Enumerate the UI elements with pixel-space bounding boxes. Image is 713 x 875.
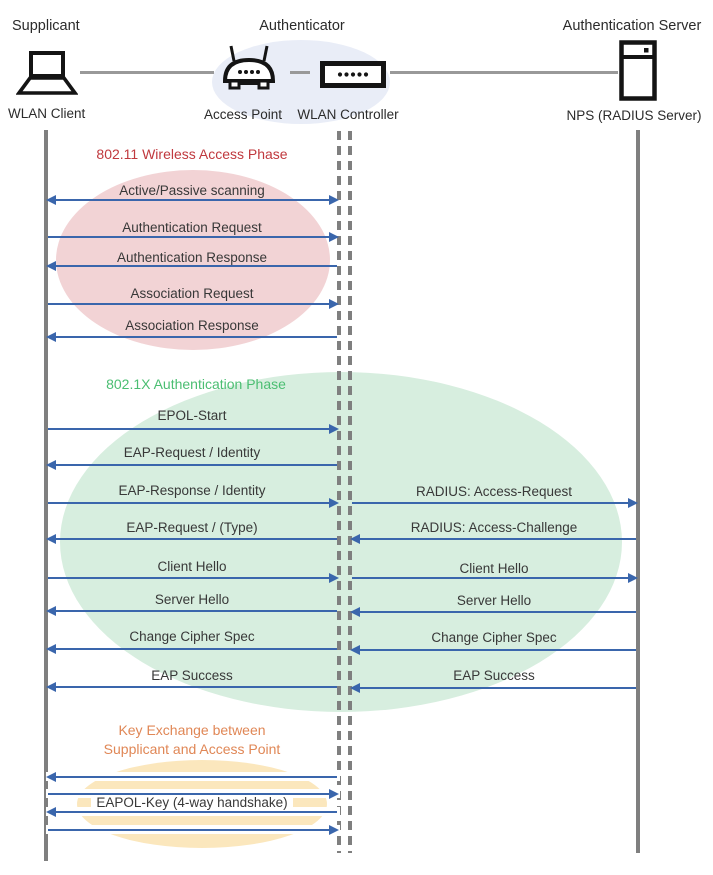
lifeline-auth-server [636,130,640,853]
message-label-change-cipher-left: Change Cipher Spec [129,629,255,644]
message-label-radius-access-request: RADIUS: Access-Request [415,484,573,499]
arrow-radius-access-challenge [350,534,636,544]
arrow-eap-success-left [46,682,337,692]
lifeline-supplicant [44,130,48,861]
connector-client-ap [80,71,214,74]
arrow-epol-start [48,424,339,434]
arrow-eapol-key-3 [46,807,337,817]
message-label-server-hello-right: Server Hello [456,593,532,608]
node-label-wlan-controller: WLAN Controller [297,107,399,122]
wlan-controller-icon [320,61,386,88]
arrow-eapol-key-2 [48,789,339,799]
message-label-assoc-request: Association Request [130,286,254,301]
message-label-assoc-response: Association Response [125,318,259,333]
node-label-wlan-client: WLAN Client [8,106,86,121]
message-label-server-hello-left: Server Hello [154,592,230,607]
arrow-eap-request-identity [46,460,337,470]
access-point-icon [222,45,276,90]
message-label-eap-request-identity: EAP-Request / Identity [123,445,261,460]
role-title-supplicant: Supplicant [12,18,80,34]
message-label-radius-access-challenge: RADIUS: Access-Challenge [410,520,578,535]
arrow-auth-response [46,261,337,271]
arrow-radius-access-request [352,498,638,508]
message-label-eapol-key: EAPOL-Key (4-way handshake) [46,794,338,811]
arrow-eap-response-identity [48,498,339,508]
lifeline-authenticator-dashed-2 [348,131,352,853]
phase3-title-line1: Key Exchange between [118,722,266,738]
eapol-key-label-text: EAPOL-Key (4-way handshake) [91,795,293,810]
arrow-scanning [46,195,339,205]
phase1-title: 802.11 Wireless Access Phase [96,146,288,162]
phase2-title: 802.1X Authentication Phase [106,376,286,392]
node-label-nps-radius: NPS (RADIUS Server) [566,108,702,123]
message-label-scanning: Active/Passive scanning [119,183,265,198]
message-label-client-hello-right: Client Hello [459,561,529,576]
lifeline-authenticator-dashed-1 [337,131,341,853]
arrow-eapol-key-4 [48,825,339,835]
arrow-client-hello-left [48,573,339,583]
phase3-title-line2: Supplicant and Access Point [103,741,281,757]
message-label-client-hello-left: Client Hello [157,559,227,574]
arrow-client-hello-right [352,573,638,583]
role-title-authenticator: Authenticator [259,18,345,34]
arrow-change-cipher-left [46,644,337,654]
message-label-eap-request-type: EAP-Request / (Type) [126,520,258,535]
laptop-icon [16,51,78,95]
server-icon [619,40,657,101]
arrow-eap-request-type [46,534,337,544]
message-label-epol-start: EPOL-Start [157,408,227,423]
arrow-server-hello-right [350,607,636,617]
arrow-change-cipher-right [350,645,636,655]
message-label-eap-response-identity: EAP-Response / Identity [118,483,266,498]
message-label-auth-response: Authentication Response [116,250,268,265]
role-title-auth-server: Authentication Server [562,18,702,34]
arrow-assoc-request [48,299,339,309]
message-label-change-cipher-right: Change Cipher Spec [431,630,557,645]
arrow-auth-request [48,232,339,242]
message-label-eap-success-right: EAP Success [453,668,535,683]
arrow-eap-success-right [350,683,636,693]
message-label-eap-success-left: EAP Success [151,668,233,683]
node-label-access-point: Access Point [203,107,283,122]
arrow-server-hello-left [46,606,337,616]
connector-wlc-server [390,71,618,74]
connector-ap-wlc [290,71,310,74]
arrow-eapol-key-1 [46,772,337,782]
arrow-assoc-response [46,332,337,342]
message-label-auth-request: Authentication Request [122,220,262,235]
